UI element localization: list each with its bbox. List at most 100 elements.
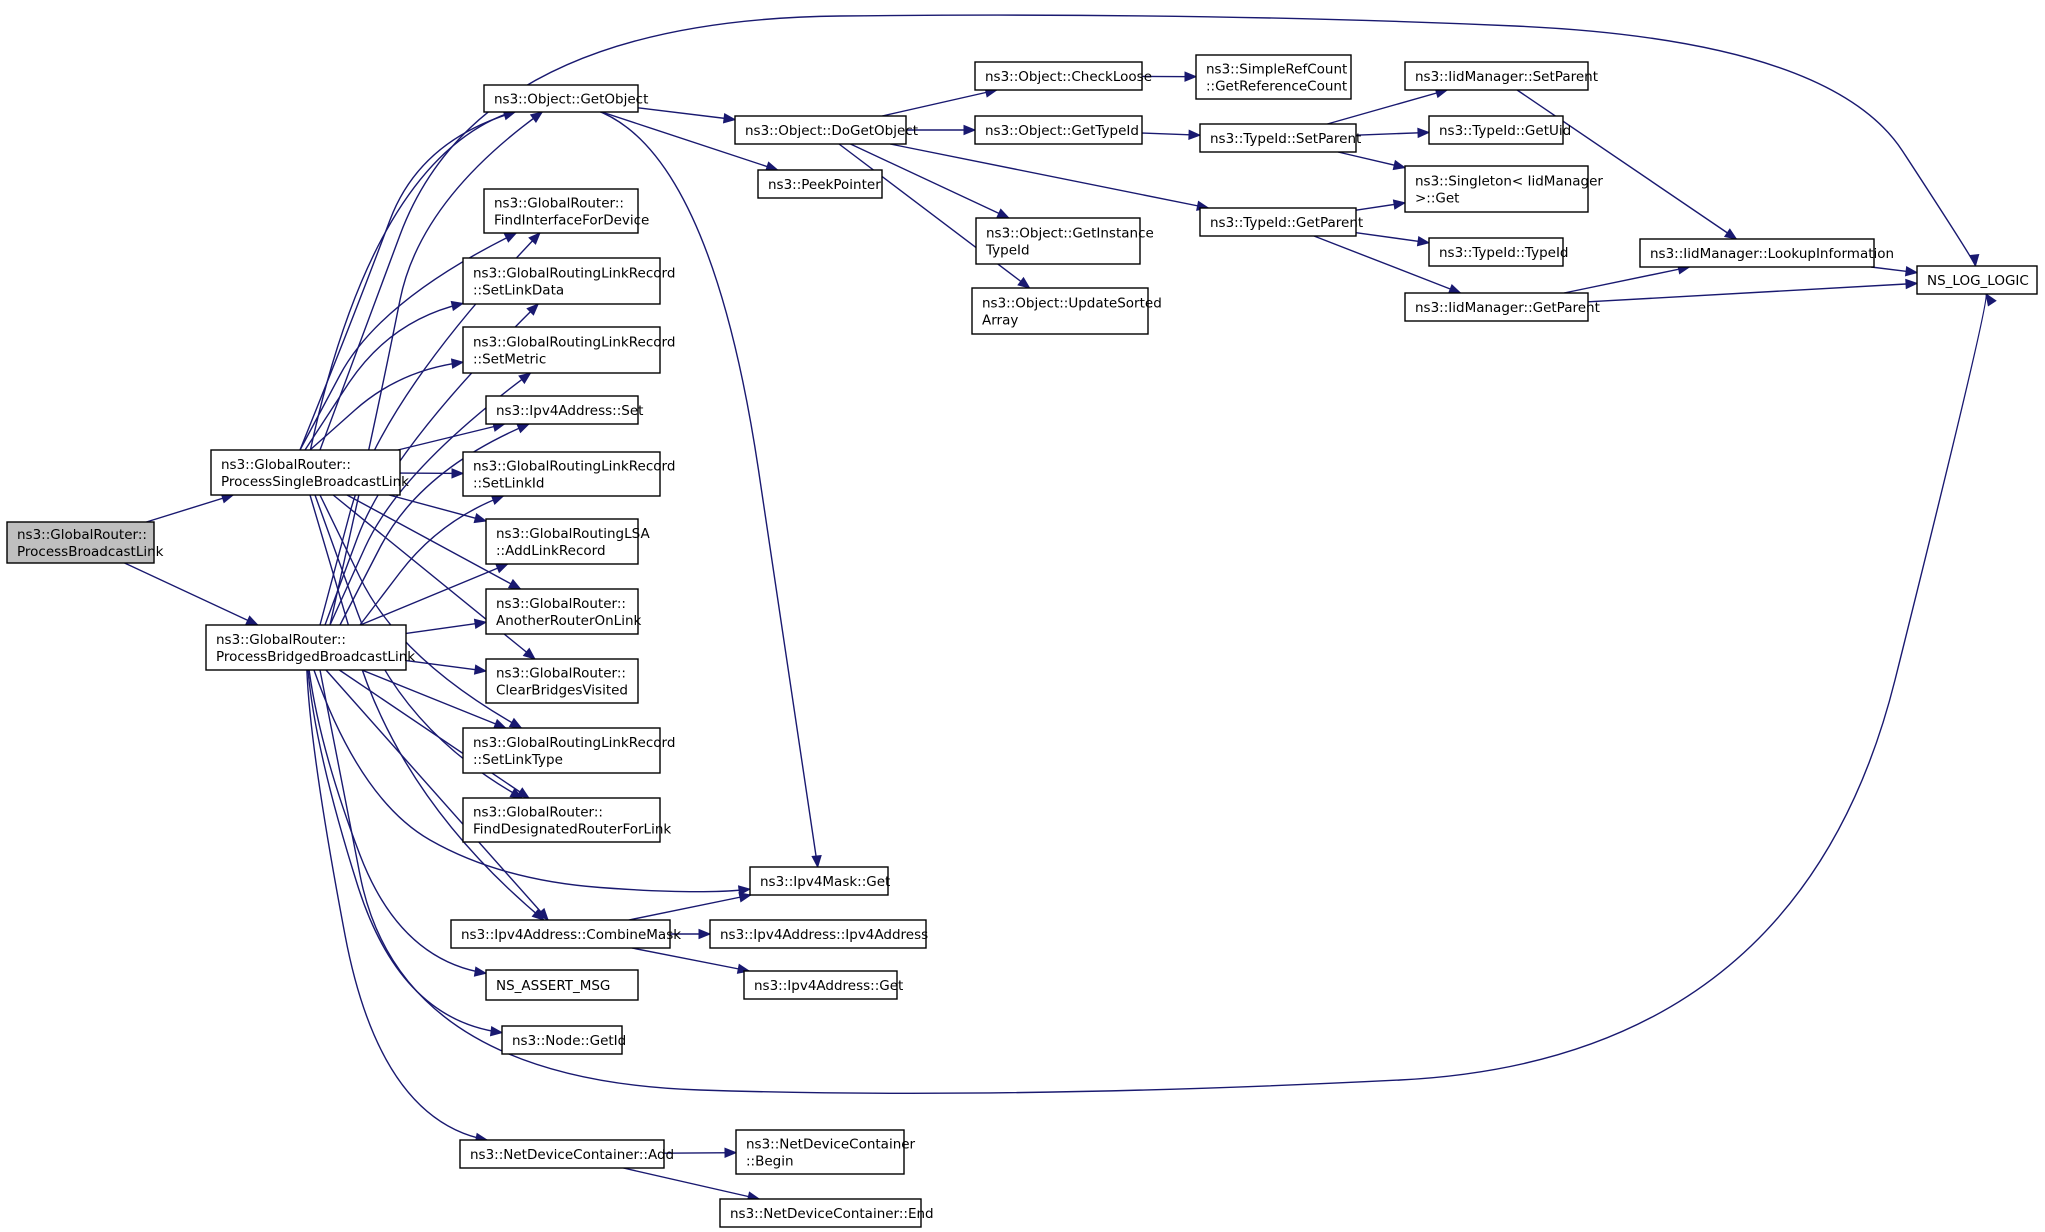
edge-root-to-pbbl (124, 562, 258, 626)
node-checkloose[interactable]: ns3::Object::CheckLoose (974, 61, 1152, 91)
node-objgettypeid[interactable]: ns3::Object::GetTypeId (974, 115, 1143, 145)
node-label-line: ProcessBridgedBroadcastLink (216, 649, 415, 665)
node-finddr[interactable]: ns3::GlobalRouter::FindDesignatedRouterF… (462, 797, 671, 843)
node-ipv4maskget[interactable]: ns3::Ipv4Mask::Get (749, 866, 890, 896)
node-assertmsg[interactable]: NS_ASSERT_MSG (485, 969, 639, 1001)
node-label-line: ns3::Ipv4Mask::Get (760, 874, 890, 890)
arrowhead (698, 928, 712, 940)
edge-dogetobject-to-checkloose (882, 89, 997, 117)
node-box (1916, 265, 2038, 295)
arrowhead (529, 111, 544, 123)
node-box (709, 919, 927, 949)
edge-pbbl-to-setlinktype (361, 669, 506, 729)
node-label-line: ns3::GlobalRoutingLinkRecord (473, 459, 675, 475)
node-getobject[interactable]: ns3::Object::GetObject (483, 84, 648, 113)
node-label-line: NS_ASSERT_MSG (496, 978, 610, 994)
node-label-line: ns3::GlobalRouter:: (17, 527, 147, 543)
edge-root-to-psbl (146, 494, 234, 523)
node-box (501, 1025, 623, 1055)
node-typeidgetuid[interactable]: ns3::TypeId::GetUid (1428, 115, 1571, 145)
node-label-line: ::SetLinkData (473, 283, 564, 299)
node-label-line: ns3::GlobalRouter:: (496, 666, 626, 682)
node-lookupinfo[interactable]: ns3::IidManager::LookupInformation (1639, 238, 1894, 268)
node-setlinkid[interactable]: ns3::GlobalRoutingLinkRecord::SetLinkId (462, 451, 675, 497)
node-box (483, 84, 639, 113)
node-label-line: ::SetLinkId (473, 476, 544, 492)
arrowhead (1904, 266, 1919, 277)
node-label-line: ProcessSingleBroadcastLink (221, 474, 409, 490)
node-combinemask[interactable]: ns3::Ipv4Address::CombineMask (450, 919, 681, 949)
call-nodes: ns3::GlobalRouter::ProcessBroadcastLinkn… (6, 54, 2038, 1228)
node-label-line: ns3::Object::GetInstance (986, 226, 1154, 242)
node-ndcbegin[interactable]: ns3::NetDeviceContainer::Begin (735, 1129, 916, 1175)
node-label-line: ns3::TypeId::TypeId (1439, 245, 1569, 261)
node-ipv4addrget[interactable]: ns3::Ipv4Address::Get (743, 970, 903, 1000)
arrowhead (528, 232, 541, 245)
node-ipv4addrctor[interactable]: ns3::Ipv4Address::Ipv4Address (709, 919, 928, 949)
arrowhead (996, 208, 1010, 219)
node-label-line: FindInterfaceForDevice (494, 213, 649, 229)
node-dogetobject[interactable]: ns3::Object::DoGetObject (734, 115, 918, 145)
node-label-line: ns3::Object::GetTypeId (985, 123, 1139, 139)
node-label-line: ns3::GlobalRoutingLSA (496, 526, 650, 542)
node-singletonget[interactable]: ns3::Singleton< IidManager >::Get (1404, 165, 1603, 213)
node-ipv4set[interactable]: ns3::Ipv4Address::Set (485, 395, 643, 425)
arrowhead (738, 892, 753, 903)
node-addlinkrecord[interactable]: ns3::GlobalRoutingLSA::AddLinkRecord (485, 518, 650, 565)
node-box (749, 866, 889, 896)
node-iidgetparent[interactable]: ns3::IidManager::GetParent (1404, 292, 1600, 322)
arrowhead (450, 358, 465, 369)
node-label-line: ns3::GlobalRouter:: (216, 632, 346, 648)
node-label-line: ns3::NetDeviceContainer (746, 1137, 916, 1153)
node-anotherrouter[interactable]: ns3::GlobalRouter::AnotherRouterOnLink (485, 588, 642, 635)
arrowhead (1017, 276, 1031, 289)
edge-psbl-to-anotherrouter (346, 494, 521, 590)
node-ndcend[interactable]: ns3::NetDeviceContainer::End (719, 1198, 934, 1228)
node-getrefcount[interactable]: ns3::SimpleRefCount::GetReferenceCount (1195, 54, 1352, 100)
node-peekpointer[interactable]: ns3::PeekPointer (757, 169, 883, 199)
node-typeidctor[interactable]: ns3::TypeId::TypeId (1428, 237, 1569, 267)
node-label-line: ProcessBroadcastLink (17, 544, 164, 560)
node-findiface[interactable]: ns3::GlobalRouter::FindInterfaceForDevic… (483, 188, 649, 234)
node-ndcadd[interactable]: ns3::NetDeviceContainer::Add (459, 1139, 674, 1169)
node-box (1428, 115, 1564, 145)
node-root[interactable]: ns3::GlobalRouter::ProcessBroadcastLink (6, 521, 164, 564)
node-iidsetparent[interactable]: ns3::IidManager::SetParent (1404, 61, 1598, 91)
edge-pbbl-to-nodegetid (307, 669, 503, 1034)
arrowhead (1392, 199, 1407, 210)
edge-getobject-to-peekpointer (601, 111, 778, 171)
node-label-line: ns3::Ipv4Address::Get (754, 978, 903, 994)
node-box (450, 919, 671, 949)
node-setlinktype[interactable]: ns3::GlobalRoutingLinkRecord::SetLinkTyp… (462, 727, 675, 774)
node-label-line: Array (982, 313, 1018, 329)
arrowhead (811, 855, 822, 869)
arrowhead (1417, 127, 1431, 139)
node-pbbl[interactable]: ns3::GlobalRouter::ProcessBridgedBroadca… (205, 624, 415, 671)
node-label-line: TypeId (985, 243, 1030, 259)
node-label-line: ::Begin (746, 1154, 794, 1170)
node-box (743, 970, 898, 1000)
arrowhead (1184, 71, 1198, 82)
node-label-line: ns3::GlobalRouter:: (494, 196, 624, 212)
arrowhead (516, 423, 531, 434)
node-typeidsetparent[interactable]: ns3::TypeId::SetParent (1199, 123, 1361, 153)
node-box (1199, 123, 1357, 153)
node-nodegetid[interactable]: ns3::Node::GetId (501, 1025, 626, 1055)
edge-psbl-to-addlinkrecord (388, 494, 487, 522)
node-setmetric[interactable]: ns3::GlobalRoutingLinkRecord::SetMetric (462, 326, 675, 374)
edge-psbl-to-setlinkdata (304, 302, 464, 451)
node-label-line: ns3::GlobalRouter:: (473, 805, 603, 821)
node-setlinkdata[interactable]: ns3::GlobalRoutingLinkRecord::SetLinkDat… (462, 257, 675, 305)
node-nslog[interactable]: NS_LOG_LOGIC (1916, 265, 2038, 295)
node-clearbridges[interactable]: ns3::GlobalRouter::ClearBridgesVisited (485, 658, 639, 704)
node-psbl[interactable]: ns3::GlobalRouter::ProcessSingleBroadcas… (210, 449, 409, 496)
edge-iidgetparent-to-lookupinfo (1563, 266, 1690, 294)
edge-psbl-to-combinemask (309, 494, 545, 921)
node-typeidgetparent[interactable]: ns3::TypeId::GetParent (1199, 207, 1363, 237)
node-label-line: ns3::Ipv4Address::Ipv4Address (720, 927, 928, 943)
node-box (485, 395, 639, 425)
edge-psbl-to-findiface (299, 232, 517, 451)
